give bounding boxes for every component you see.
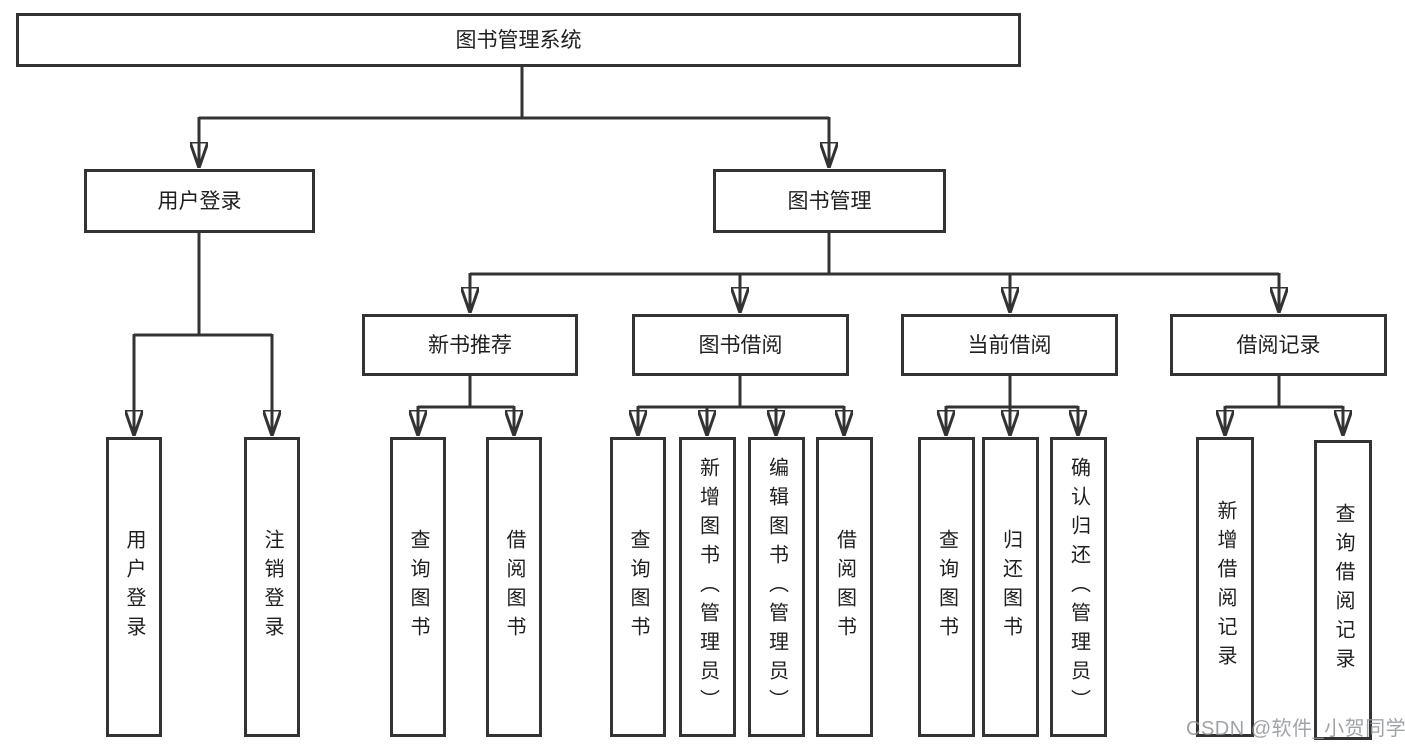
node-current-borrow: 当前借阅 — [901, 314, 1118, 376]
node-book-management: 图书管理 — [713, 169, 946, 233]
trunk-new-recommend — [418, 376, 514, 409]
csdn-watermark: CSDN @软件_小贺同学 — [1186, 718, 1405, 740]
leaf-new-recommend-borrow-books: 借阅图书 — [486, 437, 542, 737]
node-new-book-recommend: 新书推荐 — [362, 314, 578, 376]
trunk-current-borrow — [946, 376, 1078, 409]
node-borrow-records: 借阅记录 — [1170, 314, 1387, 376]
leaf-current-borrow-confirm-return-admin: 确认归还（管理员） — [1050, 437, 1107, 737]
leaf-current-borrow-query-books: 查询图书 — [918, 437, 975, 737]
node-root: 图书管理系统 — [16, 13, 1021, 67]
leaf-book-borrow-query-books: 查询图书 — [610, 437, 666, 737]
trunk-book-borrow — [638, 376, 844, 409]
trunk-book-management — [470, 232, 1279, 276]
leaf-new-recommend-query-books: 查询图书 — [390, 437, 446, 737]
trunk-user-login — [134, 232, 272, 337]
leaf-borrow-records-query-record: 查询借阅记录 — [1314, 440, 1372, 740]
leaf-borrow-records-add-record: 新增借阅记录 — [1196, 437, 1254, 737]
node-book-borrow: 图书借阅 — [632, 314, 849, 376]
leaf-book-borrow-add-books-admin: 新增图书（管理员） — [679, 437, 736, 737]
trunk-root — [199, 67, 829, 120]
trunk-borrow-records — [1225, 376, 1343, 409]
leaf-book-borrow-edit-books-admin: 编辑图书（管理员） — [748, 437, 805, 737]
node-user-login: 用户登录 — [84, 169, 315, 233]
leaf-user-login: 用户登录 — [106, 437, 162, 737]
leaf-current-borrow-return-books: 归还图书 — [982, 437, 1039, 737]
leaf-book-borrow-borrow-books: 借阅图书 — [816, 437, 873, 737]
leaf-logout: 注销登录 — [244, 437, 300, 737]
